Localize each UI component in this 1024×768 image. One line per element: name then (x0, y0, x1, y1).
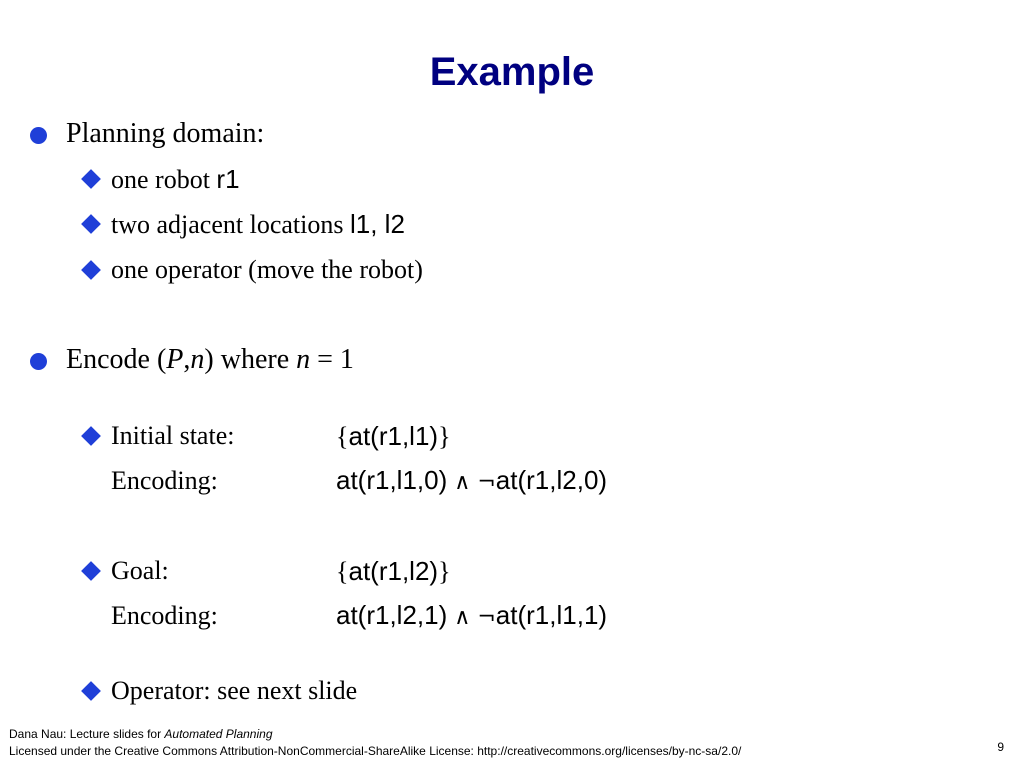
encode-middle: ) where (204, 344, 297, 375)
brace-close: } (438, 557, 451, 586)
encoding-atom-b: at(r1,l2,0) (495, 465, 608, 495)
brace-close: } (438, 422, 451, 451)
encode-var-n: n (190, 344, 205, 375)
operator-item: Operator: see next slide (111, 676, 358, 705)
bullet-diamond-icon (81, 561, 101, 581)
initial-encoding-formula: at(r1,l1,0) ∧ ¬at(r1,l2,0) (336, 462, 607, 501)
encode-comma: , (183, 344, 191, 375)
not-symbol: ¬ (477, 470, 496, 495)
encoding-atom-a: at(r1,l2,1) (336, 600, 448, 630)
bullet-circle-icon (30, 353, 47, 370)
goal-encoding-label: Encoding: (111, 601, 218, 630)
brace-open: { (336, 557, 349, 586)
bullet-diamond-icon (81, 426, 101, 446)
footer-credit: Dana Nau: Lecture slides for Automated P… (9, 727, 273, 741)
page-number: 9 (997, 740, 1004, 754)
subitem-robot: one robot r1 (111, 161, 240, 198)
encode-prefix: Encode ( (66, 344, 167, 375)
brace-open: { (336, 422, 349, 451)
bullet-encode: Encode (P,n) where n = 1 (66, 342, 354, 378)
goal-atom: at(r1,l2) (348, 556, 439, 586)
subitem-locations: two adjacent locations l1, l2 (111, 206, 405, 243)
subitem-robot-text: one robot (111, 165, 217, 194)
bullet-diamond-icon (81, 260, 101, 280)
goal-label: Goal: (111, 556, 169, 585)
encoding-atom-b: at(r1,l1,1) (495, 600, 608, 630)
footer-license: Licensed under the Creative Commons Attr… (9, 744, 742, 758)
encoding-atom-a: at(r1,l1,0) (336, 465, 448, 495)
bullet-planning-domain: Planning domain: (66, 118, 265, 149)
encode-var-p: P (166, 344, 184, 375)
initial-state-atom: at(r1,l1) (348, 421, 439, 451)
goal-encoding-formula: at(r1,l2,1) ∧ ¬at(r1,l1,1) (336, 597, 607, 636)
encode-suffix: = 1 (310, 344, 354, 375)
bullet-diamond-icon (81, 169, 101, 189)
and-symbol: ∧ (447, 470, 478, 495)
goal-value: {at(r1,l2)} (336, 553, 451, 590)
bullet-diamond-icon (81, 681, 101, 701)
bullet-diamond-icon (81, 214, 101, 234)
footer-book-title: Automated Planning (164, 727, 273, 741)
subitem-operator: one operator (move the robot) (111, 255, 423, 284)
slide-title: Example (429, 50, 595, 94)
footer-credit-prefix: Dana Nau: Lecture slides for (9, 727, 165, 741)
subitem-locations-text: two adjacent locations (111, 210, 350, 239)
not-symbol: ¬ (477, 605, 496, 630)
subitem-robot-code: r1 (216, 164, 240, 194)
initial-encoding-label: Encoding: (111, 466, 218, 495)
initial-state-value: {at(r1,l1)} (336, 418, 451, 455)
and-symbol: ∧ (447, 605, 478, 630)
encode-var-n2: n (296, 344, 311, 375)
bullet-circle-icon (30, 127, 47, 144)
subitem-locations-code: l1, l2 (349, 209, 405, 239)
initial-state-label: Initial state: (111, 421, 235, 450)
